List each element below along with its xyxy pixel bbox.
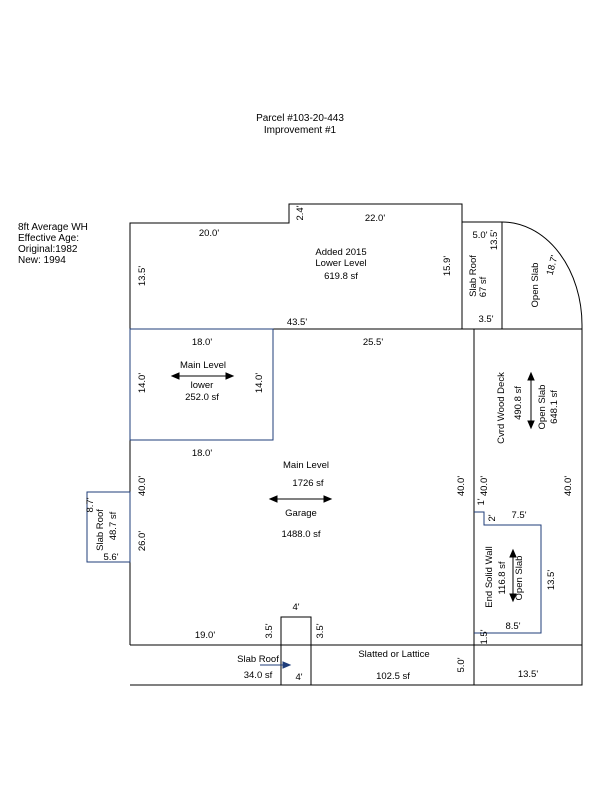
dim-15: 1.5' <box>479 629 490 644</box>
dim-40b: 40.0' <box>456 476 467 496</box>
open-slab-right-title: Open Slab <box>537 385 548 430</box>
slab-roof-left-sf: 48.7 sf <box>108 511 119 540</box>
main-sf: 1726 sf <box>292 478 324 489</box>
main-lower-outline <box>129 328 274 441</box>
garage-arrow-right-icon <box>323 495 333 503</box>
added-sf: 619.8 sf <box>324 271 358 282</box>
parcel-title: Parcel #103-20-443 <box>256 113 344 124</box>
end-wall-arrow-up-icon <box>509 548 517 558</box>
dim-435: 43.5' <box>287 317 307 328</box>
dim-35b: 3.5' <box>264 623 275 638</box>
dim-40c: 40.0' <box>479 476 490 496</box>
deck-arrow-down-icon <box>527 420 535 430</box>
deck-outline <box>473 328 583 686</box>
dim-135a: 13.5' <box>489 230 500 250</box>
main-title: Main Level <box>283 460 329 471</box>
dim-1: 1' <box>476 498 487 505</box>
dim-19: 19.0' <box>195 630 215 641</box>
dim-87: 8.7' <box>85 497 96 512</box>
open-slab-small-title: Open Slab <box>514 556 525 601</box>
added-lower-level-outline <box>129 203 463 329</box>
garage-arrow-left-icon <box>268 495 278 503</box>
open-slab-arc <box>501 221 583 329</box>
slab-roof-bottom-arrow-icon <box>282 661 292 669</box>
main-lower-arrow-left-icon <box>170 372 180 380</box>
dim-135d: 13.5' <box>518 669 538 680</box>
dim-5b: 5.0' <box>456 657 467 672</box>
dim-159: 15.9' <box>442 256 453 276</box>
improvement-title: Improvement #1 <box>263 125 337 136</box>
dim-26: 26.0' <box>137 531 148 551</box>
dim-135c: 13.5' <box>546 570 557 590</box>
dim-22: 22.0' <box>365 213 385 224</box>
slab-roof-left-outline <box>86 491 131 563</box>
main-lower-sf: 252.0 sf <box>185 392 219 403</box>
end-wall-arrow-down-icon <box>509 593 517 603</box>
slab-roof-top-title: Slab Roof <box>468 255 479 297</box>
main-lower-arrow-right-icon <box>225 372 235 380</box>
dim-4b: 4' <box>295 672 302 683</box>
dim-2: 2' <box>487 514 498 521</box>
dim-75: 7.5' <box>511 510 526 521</box>
note-new: New: 1994 <box>18 255 66 266</box>
open-slab-right-sf: 648.1 sf <box>549 390 560 424</box>
slab-roof-bottom-title: Slab Roof <box>237 654 279 665</box>
garage-title: Garage <box>285 508 317 519</box>
slab-roof-top-sf: 67 sf <box>478 276 489 297</box>
main-lower-title: Main Level <box>180 360 226 371</box>
end-wall-title: End Solid Wall <box>484 546 495 607</box>
dim-24: 2.4' <box>295 205 306 220</box>
dim-35a: 3.5' <box>478 314 493 325</box>
dim-40d: 40.0' <box>563 476 574 496</box>
dim-187: 18.7' <box>545 254 561 277</box>
slab-roof-left-title: Slab Roof <box>95 509 106 551</box>
note-wall-height: 8ft Average WH <box>18 222 88 233</box>
dim-20: 20.0' <box>199 228 219 239</box>
added-sub: Lower Level <box>315 258 366 269</box>
dim-5a: 5.0' <box>472 230 487 241</box>
slab-roof-bottom-sf: 34.0 sf <box>244 670 273 681</box>
notes-block: 8ft Average WH Effective Age: Original:1… <box>18 222 88 266</box>
slatted-title: Slatted or Lattice <box>358 649 429 660</box>
end-wall-sf: 116.8 sf <box>497 561 508 594</box>
dim-40a: 40.0' <box>137 476 148 496</box>
wood-deck-sf: 490.8 sf <box>513 386 524 420</box>
dim-18b: 18.0' <box>192 448 212 459</box>
slatted-sf: 102.5 sf <box>376 671 410 682</box>
note-effective-age: Effective Age: <box>18 233 79 244</box>
dim-14b: 14.0' <box>254 373 265 393</box>
deck-arrow-up-icon <box>527 371 535 381</box>
dim-85: 8.5' <box>505 621 520 632</box>
dim-56: 5.6' <box>103 552 118 563</box>
dim-4a: 4' <box>292 602 299 613</box>
dim-14a: 14.0' <box>137 373 148 393</box>
added-title: Added 2015 <box>315 247 366 258</box>
note-original: Original:1982 <box>18 244 78 255</box>
dim-18a: 18.0' <box>192 337 212 348</box>
dim-135b: 13.5' <box>137 266 148 286</box>
dim-35c: 3.5' <box>315 623 326 638</box>
dim-255: 25.5' <box>363 337 383 348</box>
main-lower-sub: lower <box>191 380 214 391</box>
garage-sf: 1488.0 sf <box>281 529 320 540</box>
end-wall-outline <box>474 511 542 634</box>
wood-deck-title: Cvrd Wood Deck <box>496 372 507 444</box>
open-slab-top-title: Open Slab <box>530 263 541 308</box>
